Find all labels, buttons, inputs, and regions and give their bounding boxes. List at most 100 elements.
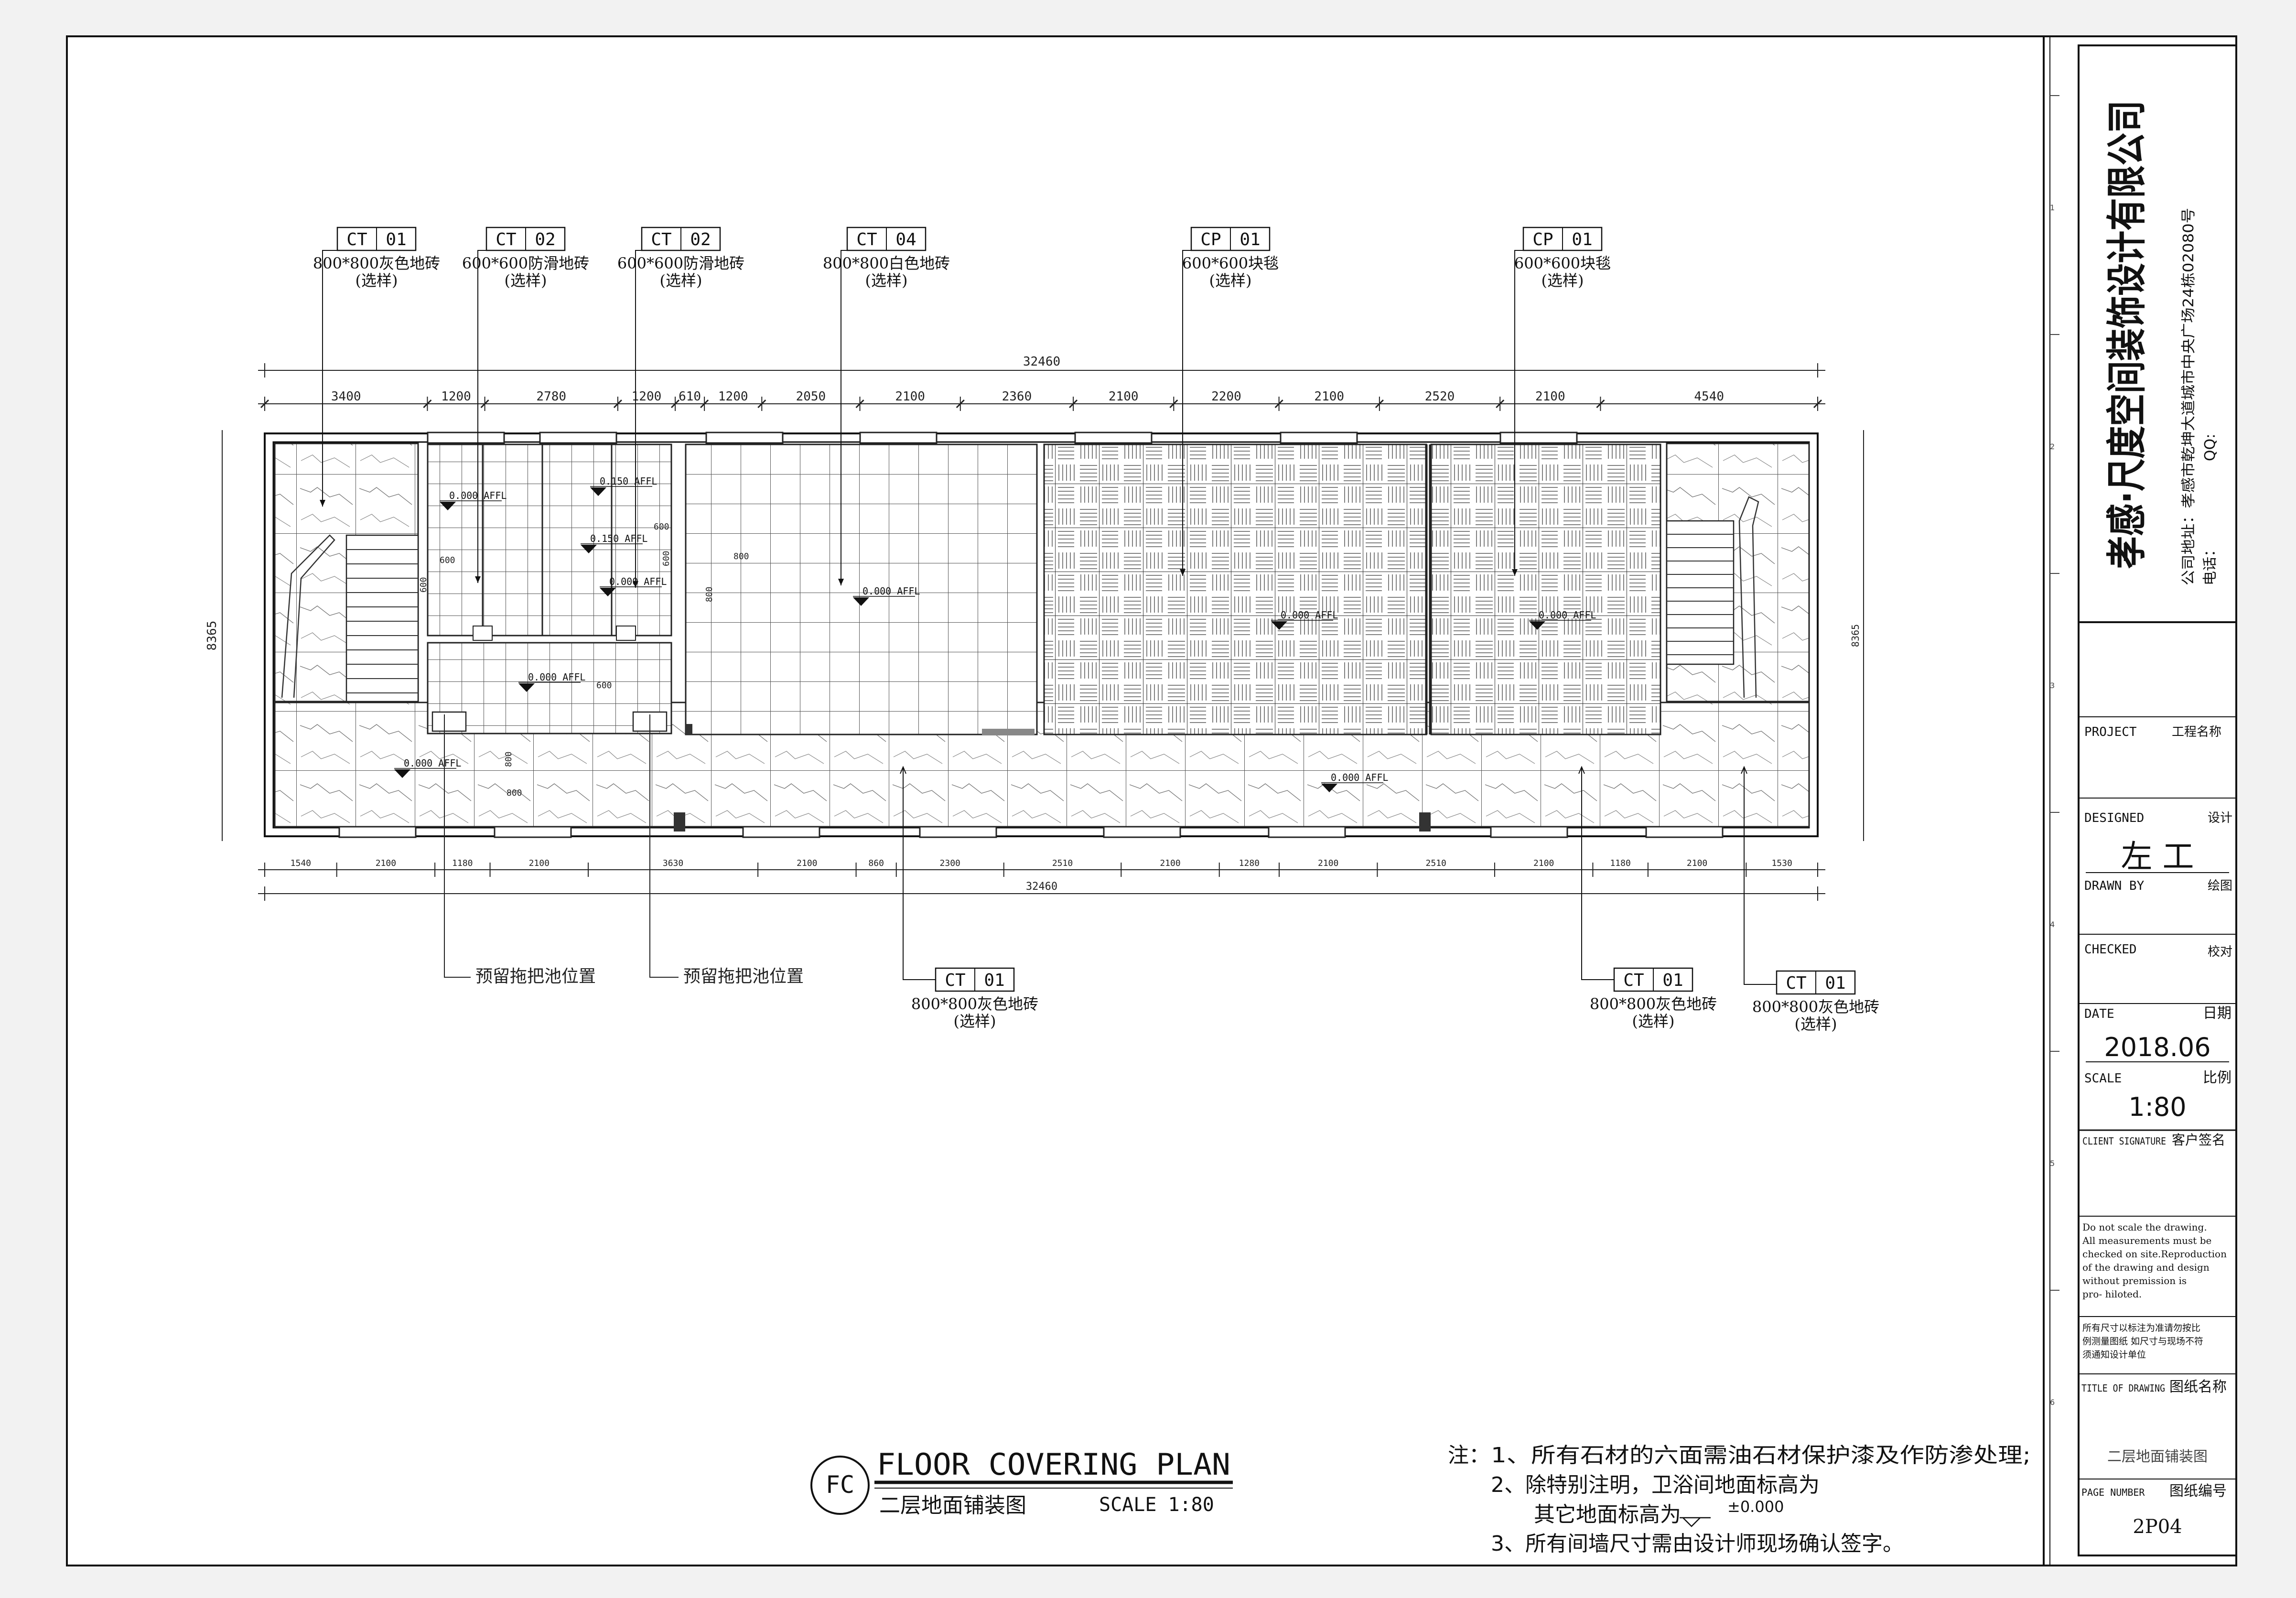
tag-number: 01 (984, 971, 1004, 990)
note-line-2b: 其它地面标高为 (1534, 1502, 1681, 1527)
scale-label-en: SCALE (2084, 1071, 2122, 1086)
margin-mark: 1 (2050, 203, 2055, 212)
general-notes: 注： 1、所有石材的六面需油石材保护漆及作防渗处理; 2、除特别注明，卫浴间地面… (1448, 1443, 2031, 1556)
dim-label-top: 2100 (895, 389, 925, 404)
dim-label-top: 1200 (718, 389, 748, 404)
tag-description: 600*600防滑地砖 (617, 254, 744, 272)
client-signature-cn: 客户签名 (2172, 1132, 2225, 1148)
title-block: 孝感·尺度空间装饰设计有限公司 公司地址：孝感市乾坤大道城市中央广场24栋020… (2078, 44, 2237, 1556)
tag-number: 01 (1825, 973, 1845, 993)
level-label: 0.000 AFFL (1539, 609, 1596, 621)
dim-ticks-top (260, 363, 1822, 411)
tag-note: (选样) (1632, 1012, 1675, 1030)
company-name: 孝感·尺度空间装饰设计有限公司 (2103, 100, 2150, 569)
carpet-zone-a (1043, 443, 1427, 735)
dim-label-bottom: 2510 (1426, 858, 1446, 868)
tag-code: CT (945, 971, 965, 990)
dim-label-bottom: 2100 (1533, 858, 1554, 868)
note-level: ±0.000 (1727, 1498, 1784, 1516)
dimension-lines (222, 370, 1864, 894)
tag-code: CT (856, 230, 877, 249)
inner-dim: 600 (440, 555, 455, 565)
level-label: 0.000 AFFL (404, 757, 461, 769)
dim-label-bottom: 860 (868, 858, 884, 868)
tag-description: 600*600块毯 (1514, 254, 1611, 272)
tag-code: CP (1200, 230, 1221, 249)
dim-label-bottom: 2100 (1160, 858, 1180, 868)
tag-code: CP (1532, 230, 1553, 249)
level-label: 0.000 AFFL (862, 585, 920, 597)
tag-description: 800*800灰色地砖 (1590, 995, 1717, 1013)
dim-label-bottom: 1280 (1239, 858, 1260, 868)
dim-label-bottom: 2100 (797, 858, 817, 868)
height-dim-right: 8365 (1850, 624, 1861, 647)
drawing-badge: FC (826, 1471, 854, 1499)
page-number-value: 2P04 (2133, 1516, 2182, 1538)
disclaimer-line: All measurements must be (2082, 1235, 2211, 1246)
floor-plan (264, 432, 1819, 838)
restroom-a (427, 443, 543, 637)
window-marks-top (427, 432, 1578, 444)
overall-dim-top: 32460 (1023, 355, 1060, 369)
disclaimer-en: Do not scale the drawing. All measuremen… (2082, 1221, 2227, 1300)
tag-number: 02 (535, 230, 555, 249)
tag-description: 800*800灰色地砖 (911, 995, 1038, 1013)
drawing-title-cn: 二层地面铺装图 (879, 1493, 1026, 1518)
designed-label-en: DESIGNED (2084, 811, 2144, 825)
tag-note: (选样) (1795, 1015, 1837, 1033)
tag-number: 01 (386, 230, 406, 249)
dim-label-bottom: 1530 (1771, 858, 1792, 868)
designed-label-cn: 设计 (2208, 811, 2232, 825)
dim-label-bottom: 2100 (1687, 858, 1707, 868)
dim-ticks-bottom (264, 863, 1818, 901)
inner-dim: 800 (704, 586, 714, 602)
checked-label-en: CHECKED (2084, 942, 2137, 957)
margin-mark: 2 (2050, 442, 2055, 451)
disclaimer-line: 例测量图纸 如尺寸与现场不符 (2082, 1336, 2203, 1347)
inner-dim: 600 (654, 522, 669, 532)
note-line-2: 2、除特别注明，卫浴间地面标高为 (1491, 1473, 1820, 1497)
note-line-1: 1、所有石材的六面需油石材保护漆及作防渗处理; (1491, 1443, 2031, 1468)
disclaimer-line: 须通知设计单位 (2082, 1350, 2146, 1360)
scale-label-cn: 比例 (2203, 1069, 2231, 1086)
level-label: 0.150 AFFL (590, 533, 647, 544)
inner-dim: 600 (661, 551, 671, 566)
margin-mark: 4 (2050, 920, 2055, 929)
company-phone: 电话： (2202, 542, 2219, 585)
inner-dim: 800 (507, 788, 522, 798)
dim-label-bottom: 1540 (291, 858, 311, 868)
dim-label-top: 3400 (331, 389, 361, 404)
inner-dim: 600 (419, 577, 429, 593)
stair-right (1666, 496, 1759, 698)
level-label: 0.000 AFFL (1281, 609, 1338, 621)
dim-labels-bottom: 1540 2100 1180 2100 3630 2100 860 2300 2510 2100 1… (291, 858, 1792, 868)
margin-mark: 3 (2050, 681, 2055, 690)
carpet-zone-b (1430, 443, 1661, 735)
tag-number: 04 (895, 230, 916, 249)
mop-sink-label: 预留拖把池位置 (475, 967, 596, 986)
dim-label-top: 2100 (1535, 389, 1565, 404)
tag-note: (选样) (865, 271, 908, 290)
margin-mark: 6 (2050, 1398, 2055, 1407)
drawn-by-label-en: DRAWN BY (2084, 879, 2145, 893)
drawing-title-value: 二层地面铺装图 (2107, 1448, 2208, 1465)
tag-note: (选样) (356, 271, 398, 290)
tag-note: (选样) (1209, 271, 1252, 290)
tag-description: 800*800白色地砖 (823, 254, 950, 272)
dim-label-top: 4540 (1694, 389, 1724, 404)
project-label-cn: 工程名称 (2172, 725, 2221, 739)
drawing-title-label-en: TITLE OF DRAWING (2081, 1382, 2165, 1394)
dim-label-top: 1200 (632, 389, 662, 404)
dim-label-bottom: 2300 (940, 858, 960, 868)
tag-code: CT (1623, 971, 1644, 990)
tag-note: (选样) (1541, 271, 1584, 290)
tag-code: CT (346, 230, 367, 249)
tag-number: 02 (690, 230, 711, 249)
dim-label-bottom: 3630 (663, 858, 683, 868)
page-number-label-en: PAGE NUMBER (2081, 1487, 2145, 1498)
dim-label-bottom: 2100 (376, 858, 396, 868)
disclaimer-line: 所有尺寸以标注为准请勿按比 (2082, 1323, 2200, 1333)
dim-label-bottom: 1180 (1610, 858, 1630, 868)
dim-label-top: 2520 (1425, 389, 1455, 404)
